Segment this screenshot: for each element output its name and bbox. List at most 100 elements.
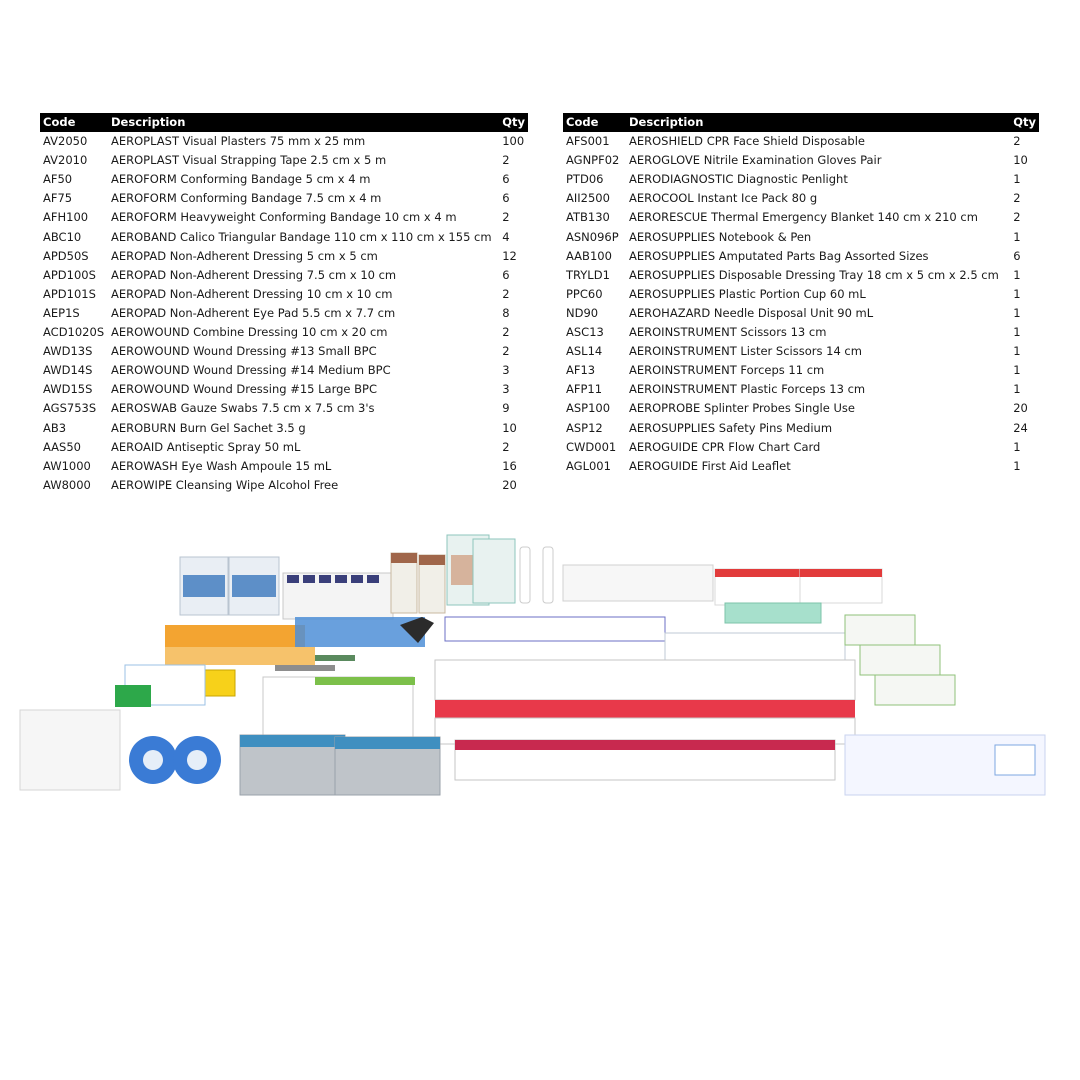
cell-qty: 1 xyxy=(1013,172,1021,187)
cell-code: ATB130 xyxy=(566,210,610,225)
orange-pads xyxy=(165,625,315,665)
plaster-boxes xyxy=(179,556,280,616)
cell-qty: 1 xyxy=(1013,344,1021,359)
cell-code: ASP12 xyxy=(566,420,603,435)
cell-code: AWD13S xyxy=(43,344,93,359)
blue-wipes xyxy=(295,617,425,647)
cell-code: ND90 xyxy=(566,305,599,320)
cell-description: AEROWOUND Wound Dressing #14 Medium BPC xyxy=(111,363,391,378)
purple-sachets xyxy=(444,616,666,642)
cell-description: AEROINSTRUMENT Lister Scissors 14 cm xyxy=(629,344,862,359)
cell-qty: 6 xyxy=(1013,248,1021,263)
first-aid-leaflet-cross xyxy=(115,685,151,707)
cell-qty: 2 xyxy=(1013,210,1021,225)
cell-description: AEROSUPPLIES Amputated Parts Bag Assorte… xyxy=(629,248,929,263)
cell-qty: 2 xyxy=(1013,191,1021,206)
cell-code: AF75 xyxy=(43,191,73,206)
eyewash-ampoules xyxy=(562,564,714,602)
cell-description: AEROSUPPLIES Disposable Dressing Tray 18… xyxy=(629,267,999,282)
cell-code: AF13 xyxy=(566,363,596,378)
white-packets xyxy=(664,632,846,664)
cell-qty: 3 xyxy=(502,363,510,378)
cell-qty: 6 xyxy=(502,267,510,282)
notebook-and-bags xyxy=(844,734,1046,796)
cell-description: AEROGUIDE CPR Flow Chart Card xyxy=(629,439,821,454)
cell-qty: 6 xyxy=(502,191,510,206)
cell-description: AEROSHIELD CPR Face Shield Disposable xyxy=(629,134,865,149)
cell-code: ASC13 xyxy=(566,325,604,340)
cell-code: TRYLD1 xyxy=(566,267,610,282)
cell-description: AEROGUIDE First Aid Leaflet xyxy=(629,458,791,473)
dressing-tray xyxy=(724,602,822,624)
cell-code: AV2050 xyxy=(43,134,88,149)
cell-description: AERODIAGNOSTIC Diagnostic Penlight xyxy=(629,172,848,187)
strapping-tape xyxy=(129,736,221,784)
ice-packs xyxy=(714,568,883,606)
kit-contents-photo xyxy=(19,534,1046,796)
cell-code: AFS001 xyxy=(566,134,610,149)
cell-qty: 2 xyxy=(502,325,510,340)
cell-description: AEROPAD Non-Adherent Dressing 10 cm x 10… xyxy=(111,286,393,301)
cell-description: AEROWOUND Wound Dressing #15 Large BPC xyxy=(111,382,378,397)
cell-description: AEROPLAST Visual Strapping Tape 2.5 cm x… xyxy=(111,153,387,168)
table-row: AGNPF02 AEROGLOVE Nitrile Examination Glo… xyxy=(563,151,1039,170)
cell-description: AEROHAZARD Needle Disposal Unit 90 mL xyxy=(629,305,874,320)
cell-code: AFP11 xyxy=(566,382,603,397)
cell-description: AEROSUPPLIES Plastic Portion Cup 60 mL xyxy=(629,286,866,301)
cell-description: AEROWOUND Wound Dressing #13 Small BPC xyxy=(111,344,377,359)
cell-description: AEROFORM Conforming Bandage 7.5 cm x 4 m xyxy=(111,191,382,206)
cell-qty: 12 xyxy=(502,248,517,263)
leaflet xyxy=(19,709,121,791)
cell-code: ASN096P xyxy=(566,229,619,244)
cell-code: AGNPF02 xyxy=(566,153,620,168)
cell-qty: 2 xyxy=(502,286,510,301)
cell-code: ASP100 xyxy=(566,401,611,416)
header-code: Code xyxy=(40,113,108,133)
cell-qty: 20 xyxy=(502,477,517,492)
cell-qty: 1 xyxy=(1013,363,1021,378)
cell-description: AEROSWAB Gauze Swabs 7.5 cm x 7.5 cm 3's xyxy=(111,401,375,416)
cell-qty: 1 xyxy=(1013,382,1021,397)
cell-code: AAB100 xyxy=(566,248,612,263)
table-row: AAB100 AEROSUPPLIES Amputated Parts Bag A… xyxy=(563,247,1039,266)
cell-code: APD101S xyxy=(43,286,96,301)
cell-qty: 3 xyxy=(502,382,510,397)
cell-description: AEROSUPPLIES Notebook & Pen xyxy=(629,229,812,244)
cell-qty: 1 xyxy=(1013,458,1021,473)
cell-qty: 8 xyxy=(502,305,510,320)
cell-qty: 10 xyxy=(502,420,517,435)
cell-code: AGL001 xyxy=(566,458,611,473)
cell-code: AV2010 xyxy=(43,153,88,168)
cell-description: AEROGLOVE Nitrile Examination Gloves Pai… xyxy=(629,153,882,168)
cell-description: AEROPAD Non-Adherent Eye Pad 5.5 cm x 7.… xyxy=(111,305,396,320)
cell-code: AAS50 xyxy=(43,439,81,454)
cell-code: AFH100 xyxy=(43,210,89,225)
cell-qty: 10 xyxy=(1013,153,1028,168)
cell-description: AEROBURN Burn Gel Sachet 3.5 g xyxy=(111,420,306,435)
table-header-row: Code Description Qty xyxy=(563,113,1039,133)
table-row: AAS50 AEROAID Antiseptic Spray 50 mL 2 xyxy=(40,438,528,457)
spray-bottles xyxy=(519,546,554,604)
cell-qty: 16 xyxy=(502,458,517,473)
cell-description: AEROAID Antiseptic Spray 50 mL xyxy=(111,439,301,454)
cell-description: AEROPLAST Visual Plasters 75 mm x 25 mm xyxy=(111,134,366,149)
cell-qty: 4 xyxy=(502,229,510,244)
table-row: AV2050 AEROPLAST Visual Plasters 75 mm x … xyxy=(40,132,528,151)
cell-qty: 24 xyxy=(1013,420,1028,435)
header-description: Description xyxy=(626,113,1011,133)
table-row: ND90 AEROHAZARD Needle Disposal Unit 90 m… xyxy=(563,304,1039,323)
cell-qty: 2 xyxy=(502,439,510,454)
